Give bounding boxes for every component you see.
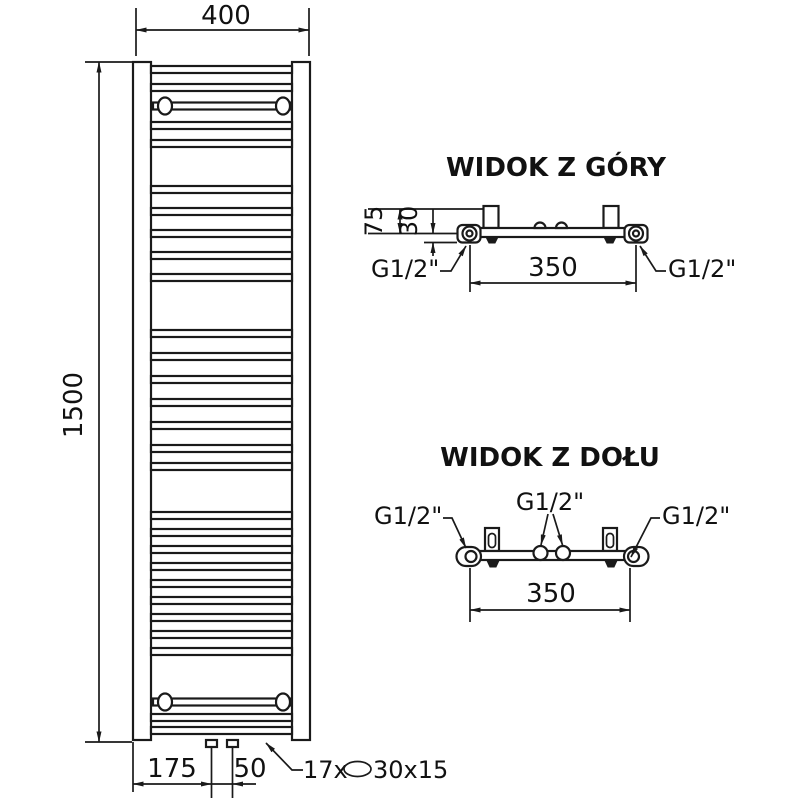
tube-count-label: 17x [303,756,348,784]
bracket-eyelet-icon [274,96,292,116]
right-collector-tube [290,60,312,742]
bracket-foot [604,560,618,568]
bottom-bracket-row [151,692,292,712]
thread-label-right: G1/2" [662,502,730,530]
bracket-eyelet-icon [156,96,174,116]
radiator-rungs [149,64,294,736]
bracket-eyelet-icon [156,692,174,712]
left-collector-tube [131,60,153,742]
thread-leader-right [630,517,660,558]
pipe-spacing-dimension-label: 50 [233,754,266,784]
collector-bar-bottom-view [476,549,629,562]
center-thread-connector [532,544,549,562]
thread-leader-center-left [540,513,549,546]
oval-tube-profile-icon [343,760,372,778]
front-view-dimensions: 400 1500 175 50 17x 30x15 [59,1,448,798]
bottom-view: WIDOK Z DOŁU G1/2" G1/2" G1/2" 350 [374,443,730,622]
thread-label-left: G1/2" [371,255,439,283]
front-view [131,60,312,749]
center-stub-icon [554,221,569,230]
thread-label-right: G1/2" [668,255,736,283]
center-stub-icon [533,221,547,230]
width-dimension-label: 400 [201,1,251,31]
bracket-eyelet-icon [274,692,292,712]
bottom-view-span-dimension-label: 350 [526,579,576,609]
top-bracket-row [151,96,292,116]
thread-leader-left [443,517,467,549]
depth-dimension-label: 75 [360,206,388,237]
thread-label-center: G1/2" [516,488,584,516]
thread-label-left: G1/2" [374,502,442,530]
tube-annotation-leader [265,742,303,771]
bracket-foot [485,236,499,244]
bracket-slot-icon [487,532,497,549]
bracket-foot [603,236,617,244]
top-view-title: WIDOK Z GÓRY [446,151,667,183]
thread-leader-left [440,245,467,272]
offset-dimension-label: 30 [395,206,423,237]
thread-leader-center-right [552,513,564,546]
wall-bracket [482,204,500,230]
tube-size-label: 30x15 [373,756,448,784]
bottom-connection-stub [225,738,240,749]
bottom-connection-stub [204,738,219,749]
pipe-offset-dimension-label: 175 [147,754,197,784]
collector-bar-top-view [476,226,629,239]
bottom-view-title: WIDOK Z DOŁU [440,443,660,473]
bracket-slot-icon [605,532,615,549]
center-thread-connector [554,544,572,562]
top-view: WIDOK Z GÓRY 75 30 350 G1/ [360,151,736,292]
thread-leader-right [639,245,666,272]
bracket-foot [486,560,500,568]
height-dimension-label: 1500 [59,372,89,438]
wall-bracket [602,204,620,230]
top-view-span-dimension-label: 350 [528,253,578,283]
